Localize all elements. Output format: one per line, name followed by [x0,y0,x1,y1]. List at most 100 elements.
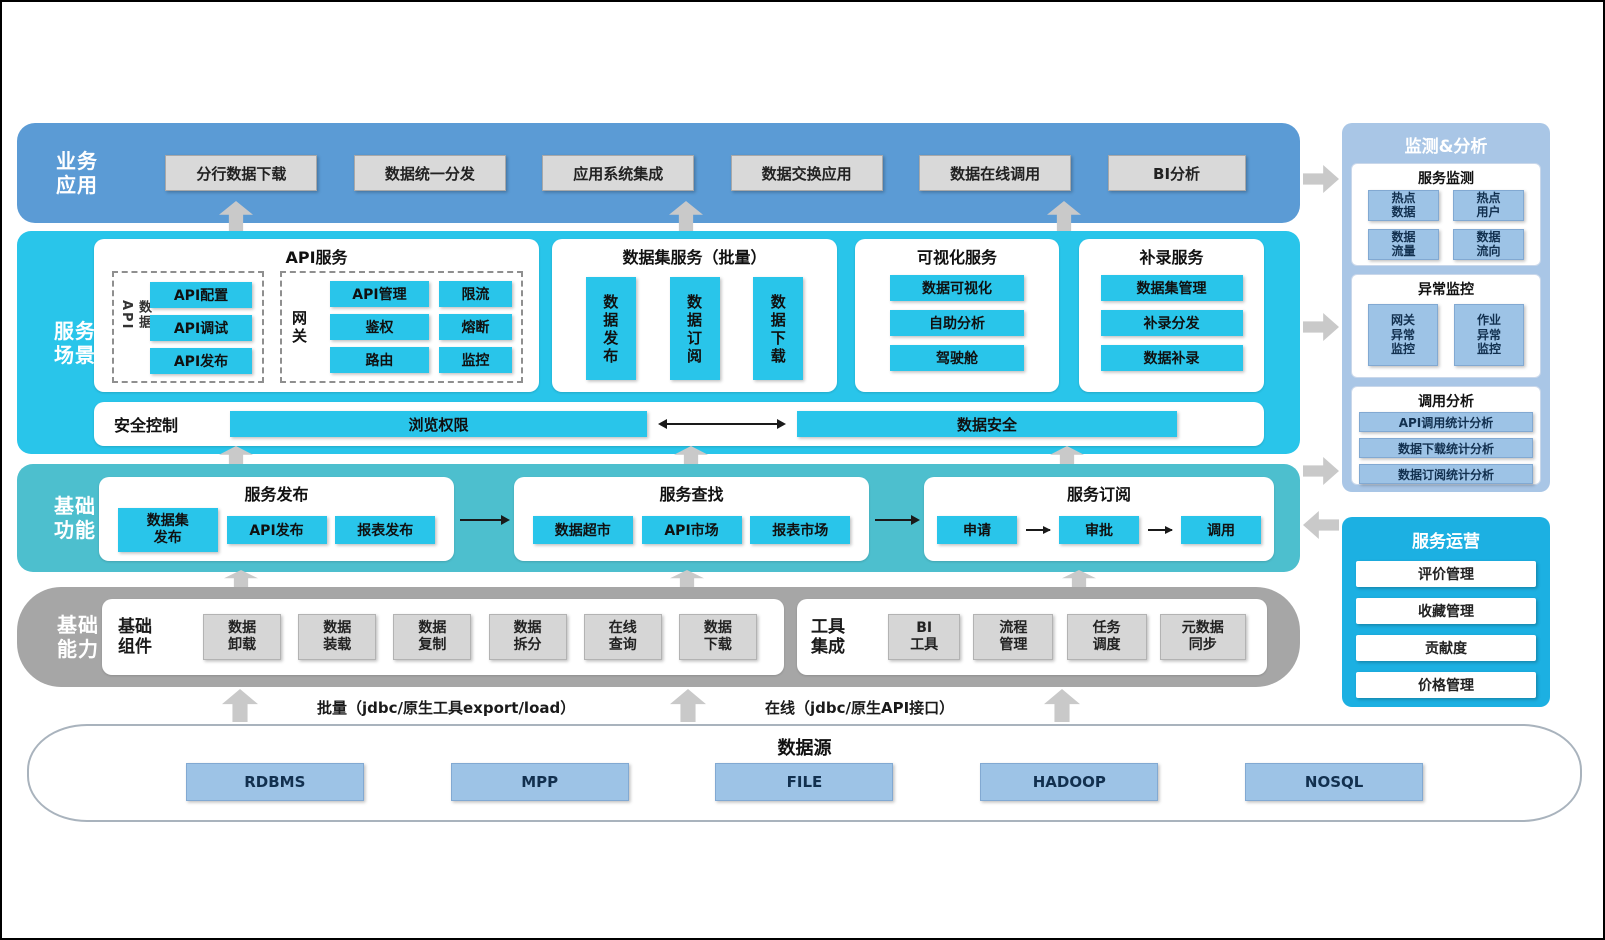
right-flow-arrow-icon [1148,529,1172,531]
component-button[interactable]: 数据 下载 [678,614,757,660]
publish-button[interactable]: API发布 [226,516,327,544]
publish-button[interactable]: 报表发布 [335,516,436,544]
component-button[interactable]: 在线 查询 [583,614,662,660]
monitor-button[interactable]: 热点 数据 [1368,190,1439,221]
business-app-button[interactable]: 数据交换应用 [730,155,883,191]
tool-integration-title: 工具 集成 [811,616,845,657]
visual-button[interactable]: 驾驶舱 [890,345,1024,371]
tool-button[interactable]: 任务 调度 [1066,614,1147,660]
service-operations-buttons: 评价管理 收藏管理 贡献度 价格管理 [1356,561,1536,698]
supplement-button[interactable]: 数据补录 [1100,345,1243,371]
gateway-button[interactable]: 鉴权 [330,314,429,340]
tool-button[interactable]: 元数据 同步 [1159,614,1246,660]
data-api-buttons: API配置 API调试 API发布 [150,282,252,374]
visual-button[interactable]: 数据可视化 [890,275,1024,301]
subscribe-button[interactable]: 审批 [1059,516,1139,544]
visual-service-buttons: 数据可视化 自助分析 驾驶舱 [855,275,1059,371]
business-app-button[interactable]: 分行数据下载 [165,155,318,191]
datasource-title: 数据源 [777,738,832,759]
browse-permission-bar[interactable]: 浏览权限 [230,411,647,437]
operations-button[interactable]: 价格管理 [1356,672,1536,698]
data-api-group: 数据API API配置 API调试 API发布 [112,271,264,383]
tool-button[interactable]: 流程 管理 [973,614,1054,660]
datasource-buttons: RDBMS MPP FILE HADOOP NOSQL [99,762,1510,802]
operations-button[interactable]: 贡献度 [1356,635,1536,661]
security-control-panel: 安全控制 浏览权限 数据安全 [94,402,1264,446]
search-button[interactable]: 数据超市 [532,516,633,544]
supplement-button[interactable]: 数据集管理 [1100,275,1243,301]
right-flow-arrow-icon [875,519,918,521]
exception-button[interactable]: 作业 异常 监控 [1454,304,1524,366]
datasource-button[interactable]: NOSQL [1245,763,1424,801]
right-arrow-icon [1303,165,1339,193]
gateway-button[interactable]: 限流 [438,281,512,307]
dataset-button[interactable]: 数 据 发 布 [585,277,636,380]
dataset-service-title: 数据集服务（批量） [622,248,767,267]
monitor-button[interactable]: 数据 流量 [1368,228,1439,260]
service-publish-panel: 服务发布 数据集 发布 API发布 报表发布 [99,477,454,561]
search-button[interactable]: 报表市场 [750,516,851,544]
call-analysis-subpanel: 调用分析 API调用统计分析 数据下载统计分析 数据订阅统计分析 [1351,386,1541,485]
business-app-button[interactable]: BI分析 [1107,155,1246,191]
analysis-button[interactable]: API调用统计分析 [1359,412,1533,432]
business-apps-row: 业务 应用 分行数据下载 数据统一分发 应用系统集成 数据交换应用 数据在线调用… [17,123,1300,223]
component-button[interactable]: 数据 装载 [298,614,377,660]
base-components-buttons: 数据 卸载 数据 装载 数据 复制 数据 拆分 在线 查询 数据 下载 [186,599,774,675]
gateway-button[interactable]: 监控 [438,347,512,373]
operations-button[interactable]: 评价管理 [1356,561,1536,587]
call-analysis-title: 调用分析 [1418,394,1474,410]
dataset-button[interactable]: 数 据 下 载 [753,277,804,380]
supplement-button[interactable]: 补录分发 [1100,310,1243,336]
analysis-button[interactable]: 数据订阅统计分析 [1359,464,1533,484]
datasource-button[interactable]: FILE [715,763,894,801]
operations-button[interactable]: 收藏管理 [1356,598,1536,624]
datasource-button[interactable]: HADOOP [980,763,1159,801]
gateway-button[interactable]: 路由 [330,347,429,373]
gateway-label: 网 关 [292,309,308,345]
call-analysis-buttons: API调用统计分析 数据下载统计分析 数据订阅统计分析 [1359,412,1533,484]
service-scene-row: 服务 场景 API服务 数据API API配置 API调试 API发布 网 关 … [17,231,1300,454]
business-app-button[interactable]: 应用系统集成 [542,155,695,191]
exception-button[interactable]: 网关 异常 监控 [1368,304,1438,366]
data-security-bar[interactable]: 数据安全 [797,411,1177,437]
up-arrow-icon [670,570,704,588]
exception-monitor-subpanel: 异常监控 网关 异常 监控 作业 异常 监控 [1351,274,1541,378]
business-apps-buttons: 分行数据下载 数据统一分发 应用系统集成 数据交换应用 数据在线调用 BI分析 [129,123,1282,223]
business-app-button[interactable]: 数据在线调用 [919,155,1072,191]
api-service-title: API服务 [285,248,348,267]
security-control-label: 安全控制 [114,416,179,435]
visual-button[interactable]: 自助分析 [890,310,1024,336]
double-arrow-icon [660,423,784,425]
publish-button[interactable]: 数据集 发布 [117,508,218,552]
data-api-button[interactable]: API调试 [150,315,252,341]
up-arrow-icon [1044,689,1080,722]
data-api-button[interactable]: API发布 [150,348,252,374]
monitor-button[interactable]: 数据 流向 [1453,228,1524,260]
subscribe-button[interactable]: 调用 [1181,516,1261,544]
monitor-button[interactable]: 热点 用户 [1453,190,1524,221]
analysis-button[interactable]: 数据下载统计分析 [1359,438,1533,458]
service-monitor-title: 服务监测 [1418,171,1474,187]
exception-monitor-buttons: 网关 异常 监控 作业 异常 监控 [1352,301,1540,369]
datasource-button[interactable]: RDBMS [185,763,364,801]
foundation-functions-row: 基础 功能 服务发布 数据集 发布 API发布 报表发布 服务查找 数据超市 A… [17,464,1300,572]
dataset-button[interactable]: 数 据 订 阅 [669,277,720,380]
search-button[interactable]: API市场 [641,516,742,544]
service-publish-title: 服务发布 [244,485,309,504]
right-arrow-icon [1303,457,1339,485]
component-button[interactable]: 数据 卸载 [203,614,282,660]
business-app-button[interactable]: 数据统一分发 [353,155,506,191]
tool-button[interactable]: BI 工具 [888,614,961,660]
component-button[interactable]: 数据 拆分 [488,614,567,660]
datasource-button[interactable]: MPP [450,763,629,801]
left-arrow-icon [1303,511,1339,539]
right-flow-arrow-icon [460,519,508,521]
base-components-title: 基础 组件 [118,616,152,657]
component-button[interactable]: 数据 复制 [393,614,472,660]
gateway-button[interactable]: API管理 [330,281,429,307]
business-row-label: 业务 应用 [56,149,98,197]
data-api-button[interactable]: API配置 [150,282,252,308]
service-monitor-buttons: 热点 数据 热点 用户 数据 流量 数据 流向 [1368,190,1524,260]
subscribe-button[interactable]: 申请 [937,516,1017,544]
gateway-button[interactable]: 熔断 [438,314,512,340]
